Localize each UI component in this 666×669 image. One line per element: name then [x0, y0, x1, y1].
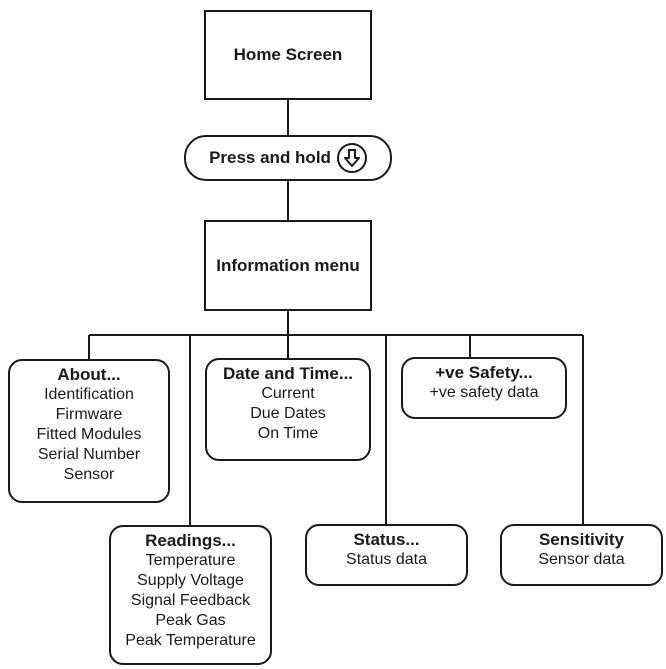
sensitivity-item: Sensor data	[538, 551, 625, 568]
sensitivity-title: Sensitivity	[538, 530, 625, 549]
press-and-hold-step: Press and hold	[184, 135, 392, 181]
readings-item: Signal Feedback	[130, 592, 251, 609]
readings-item: Supply Voltage	[137, 572, 244, 589]
about-item: Fitted Modules	[36, 426, 142, 443]
information-menu-box: Information menu	[204, 220, 372, 311]
positive-safety-box: +ve Safety... +ve safety data	[401, 357, 567, 419]
readings-item: Peak Temperature	[125, 632, 256, 649]
date-and-time-item: On Time	[257, 425, 319, 442]
date-and-time-title: Date and Time...	[222, 364, 354, 383]
date-and-time-item: Current	[261, 385, 315, 402]
readings-item: Peak Gas	[155, 612, 226, 629]
readings-item: Temperature	[145, 552, 236, 569]
date-and-time-item: Due Dates	[250, 405, 326, 422]
positive-safety-title: +ve Safety...	[435, 363, 533, 382]
about-item: Firmware	[55, 406, 123, 423]
positive-safety-item: +ve safety data	[429, 384, 539, 401]
about-box: About... Identification Firmware Fitted …	[8, 359, 170, 503]
about-title: About...	[57, 365, 121, 384]
readings-box: Readings... Temperature Supply Voltage S…	[109, 525, 272, 665]
status-title: Status...	[353, 530, 420, 549]
press-and-hold-label: Press and hold	[209, 148, 331, 167]
sensitivity-box: Sensitivity Sensor data	[500, 524, 663, 586]
down-arrow-key-icon	[336, 143, 367, 173]
about-item: Serial Number	[37, 446, 141, 463]
status-box: Status... Status data	[305, 524, 468, 586]
home-screen-box: Home Screen	[204, 10, 372, 100]
home-screen-label: Home Screen	[233, 45, 343, 64]
readings-title: Readings...	[145, 531, 236, 550]
date-and-time-box: Date and Time... Current Due Dates On Ti…	[205, 358, 371, 461]
information-menu-label: Information menu	[216, 255, 360, 275]
about-item: Sensor	[63, 466, 115, 483]
status-item: Status data	[346, 551, 427, 568]
about-item: Identification	[44, 386, 134, 403]
